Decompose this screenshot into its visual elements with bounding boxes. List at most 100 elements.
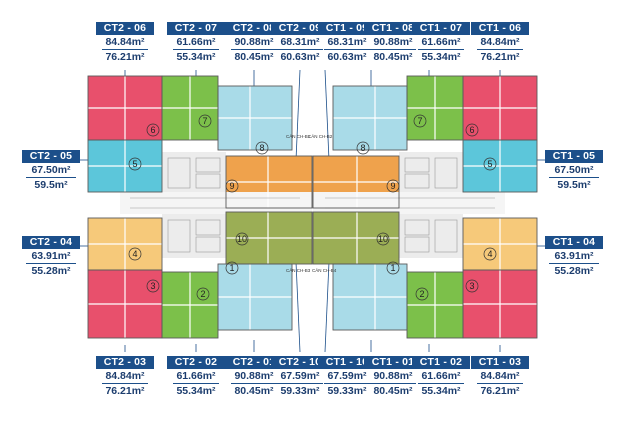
room-number: 7 (417, 116, 422, 126)
unit-label-ct2-02: CT2 - 02 61.66m² 55.34m² (167, 356, 225, 397)
unit-area-gross: 63.91m² (31, 250, 71, 262)
unit-area-net: 59.5m² (26, 177, 76, 191)
unit-code: CT1 - 01 (364, 356, 422, 369)
caption-ch-b1: CĂN CH-B1 (286, 133, 311, 139)
room-number: 1 (229, 263, 234, 273)
room-number: 5 (132, 159, 137, 169)
room-number: 9 (390, 181, 395, 191)
unit-label-ct2-05: CT2 - 05 67.50m² 59.5m² (22, 150, 80, 191)
room-number: 4 (132, 249, 137, 259)
tower-ct2 (79, 69, 313, 353)
unit-area-net: 59.33m² (324, 383, 370, 397)
unit-label-ct1-03: CT1 - 03 84.84m² 76.21m² (471, 356, 529, 397)
unit-code: CT1 - 08 (364, 22, 422, 35)
room-number: 7 (202, 116, 207, 126)
room-number: 10 (237, 234, 247, 244)
unit-code: CT1 - 09 (318, 22, 376, 35)
unit-code: CT1 - 06 (471, 22, 529, 35)
unit-label-ct1-06: CT1 - 06 84.84m² 76.21m² (471, 22, 529, 63)
unit-area-gross: 61.66m² (176, 370, 216, 382)
room-number: 9 (229, 181, 234, 191)
unit-area-gross: 90.88m² (373, 370, 413, 382)
unit-area-gross: 68.31m² (280, 36, 320, 48)
unit-area-net: 76.21m² (102, 49, 148, 63)
unit-label-ct1-04: CT1 - 04 63.91m² 55.28m² (545, 236, 603, 277)
unit-code: CT1 - 04 (545, 236, 603, 249)
unit-area-net: 55.34m² (418, 383, 464, 397)
unit-area-gross: 61.66m² (421, 370, 461, 382)
unit-area-gross: 90.88m² (373, 36, 413, 48)
unit-code: CT2 - 03 (96, 356, 154, 369)
unit-area-gross: 90.88m² (234, 370, 274, 382)
unit-area-net: 55.34m² (173, 49, 219, 63)
unit-area-net: 55.28m² (549, 263, 599, 277)
unit-label-ct1-08: CT1 - 08 90.88m² 80.45m² (364, 22, 422, 63)
room-number: 2 (419, 289, 424, 299)
room-number: 2 (200, 289, 205, 299)
unit-area-gross: 90.88m² (234, 36, 274, 48)
unit-code: CT2 - 01 (225, 356, 283, 369)
unit-code: CT1 - 07 (412, 22, 470, 35)
caption-ch-b3: CĂN CH-B3 (286, 267, 311, 273)
room-number: 6 (150, 125, 155, 135)
room-number: 10 (378, 234, 388, 244)
unit-area-gross: 67.50m² (554, 164, 594, 176)
unit-area-net: 80.45m² (370, 49, 416, 63)
unit-area-gross: 61.66m² (421, 36, 461, 48)
unit-area-gross: 67.59m² (280, 370, 320, 382)
caption-ch-b2: CĂN CH-B2 (308, 133, 333, 139)
unit-area-gross: 63.91m² (554, 250, 594, 262)
unit-area-gross: 84.84m² (105, 36, 145, 48)
unit-area-gross: 84.84m² (480, 370, 520, 382)
unit-area-net: 80.45m² (231, 383, 277, 397)
room-numbers-ct2: 6 7 8 5 9 4 10 3 2 1 (128, 114, 269, 301)
unit-label-ct1-02: CT1 - 02 61.66m² 55.34m² (412, 356, 470, 397)
unit-area-net: 76.21m² (102, 383, 148, 397)
unit-area-gross: 67.50m² (31, 164, 71, 176)
unit-code: CT2 - 04 (22, 236, 80, 249)
unit-label-ct2-08: CT2 - 08 90.88m² 80.45m² (225, 22, 283, 63)
unit-label-ct1-10: CT1 - 10 67.59m² 59.33m² (318, 356, 376, 397)
room-number: 3 (150, 281, 155, 291)
room-number: 1 (390, 263, 395, 273)
unit-code: CT2 - 02 (167, 356, 225, 369)
unit-label-ct2-09: CT2 - 09 68.31m² 60.63m² (271, 22, 329, 63)
unit-code: CT2 - 10 (271, 356, 329, 369)
unit-code: CT2 - 06 (96, 22, 154, 35)
unit-area-net: 59.5m² (549, 177, 599, 191)
unit-area-net: 60.63m² (277, 49, 323, 63)
unit-label-ct2-10: CT2 - 10 67.59m² 59.33m² (271, 356, 329, 397)
unit-code: CT1 - 10 (318, 356, 376, 369)
unit-label-ct2-06: CT2 - 06 84.84m² 76.21m² (96, 22, 154, 63)
room-number: 6 (469, 125, 474, 135)
unit-area-net: 55.28m² (26, 263, 76, 277)
unit-code: CT2 - 08 (225, 22, 283, 35)
room-number: 5 (487, 159, 492, 169)
room-number: 4 (487, 249, 492, 259)
unit-label-ct1-09: CT1 - 09 68.31m² 60.63m² (318, 22, 376, 63)
unit-code: CT1 - 03 (471, 356, 529, 369)
room-number: 8 (259, 143, 264, 153)
unit-area-net: 76.21m² (477, 49, 523, 63)
unit-area-net: 80.45m² (231, 49, 277, 63)
room-numbers-ct1: 6 7 8 5 9 4 10 3 2 1 (356, 114, 497, 301)
unit-code: CT1 - 05 (545, 150, 603, 163)
unit-label-ct2-01: CT2 - 01 90.88m² 80.45m² (225, 356, 283, 397)
unit-area-gross: 68.31m² (327, 36, 367, 48)
unit-area-net: 55.34m² (173, 383, 219, 397)
caption-ch-b4: CĂN CH-B4 (312, 267, 337, 273)
unit-label-ct1-01: CT1 - 01 90.88m² 80.45m² (364, 356, 422, 397)
unit-area-net: 76.21m² (477, 383, 523, 397)
unit-code: CT2 - 07 (167, 22, 225, 35)
tower-ct1 (312, 69, 546, 353)
unit-area-gross: 84.84m² (480, 36, 520, 48)
unit-area-net: 55.34m² (418, 49, 464, 63)
unit-area-net: 60.63m² (324, 49, 370, 63)
plan-captions: CĂN CH-B1 CĂN CH-B2 CĂN CH-B3 CĂN CH-B4 (286, 133, 337, 273)
unit-code: CT1 - 02 (412, 356, 470, 369)
unit-code: CT2 - 09 (271, 22, 329, 35)
unit-label-ct1-07: CT1 - 07 61.66m² 55.34m² (412, 22, 470, 63)
unit-area-gross: 61.66m² (176, 36, 216, 48)
